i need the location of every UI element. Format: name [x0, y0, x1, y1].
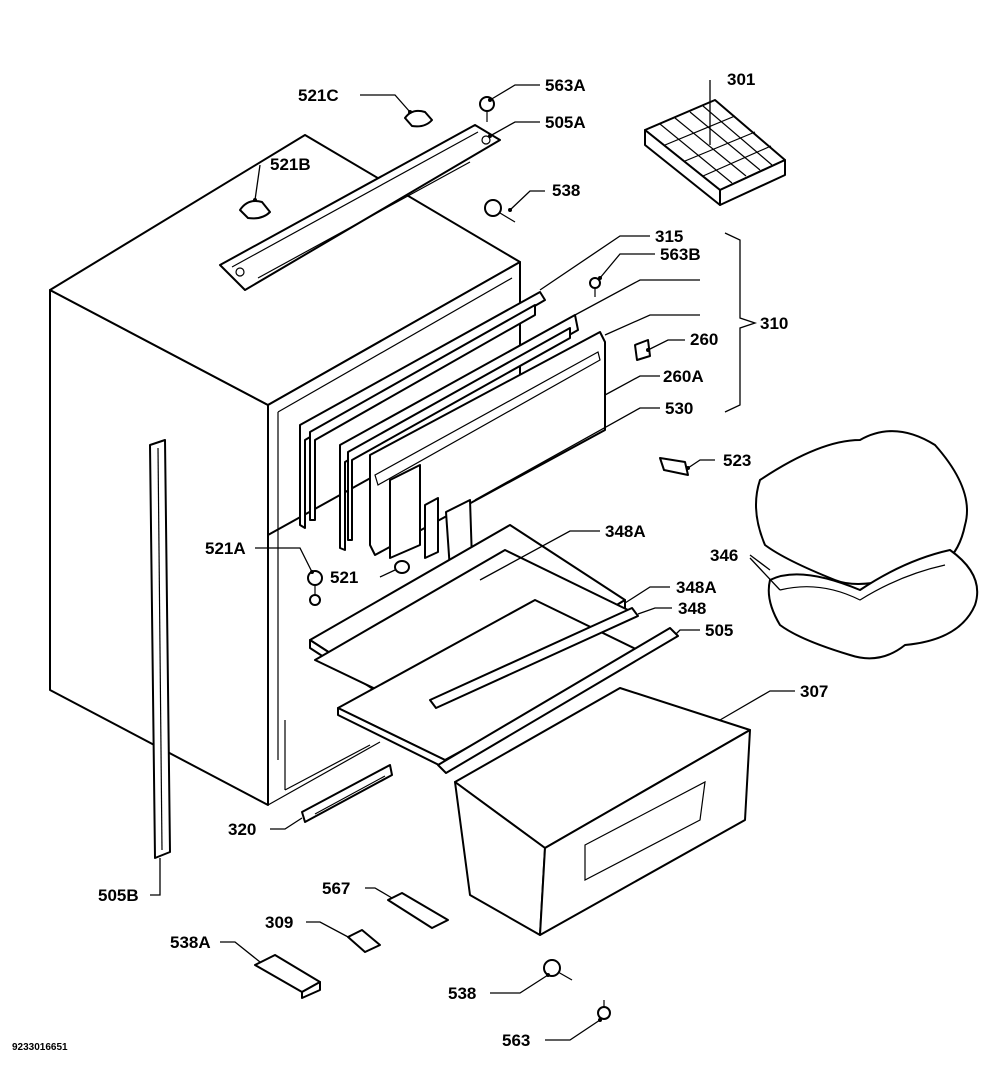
- callout-348: 348: [678, 599, 706, 618]
- callout-563B: 563B: [660, 245, 701, 264]
- screw-563: [597, 1000, 611, 1020]
- callout-307: 307: [800, 682, 828, 701]
- callout-563: 563: [502, 1031, 530, 1050]
- hinge-bracket-567: [387, 892, 449, 929]
- callout-538-bottom: 538: [448, 984, 476, 1003]
- callout-301: 301: [727, 70, 755, 89]
- hinge-538-top: [484, 199, 516, 223]
- hinge-538-bottom: [543, 959, 573, 981]
- callout-348A-lower: 348A: [676, 578, 717, 597]
- document-number: 9233016651: [12, 1042, 68, 1053]
- callout-538-top: 538: [552, 181, 580, 200]
- callout-310: 310: [760, 314, 788, 333]
- egg-tray-lid: [755, 430, 968, 585]
- callout-530: 530: [665, 399, 693, 418]
- light-switch-523: [659, 457, 689, 476]
- screw-563A: [479, 96, 495, 122]
- callout-521A: 521A: [205, 539, 246, 558]
- leader-lines: [150, 80, 795, 1041]
- callout-260A: 260A: [663, 367, 704, 386]
- callout-260: 260: [690, 330, 718, 349]
- callout-346: 346: [710, 546, 738, 565]
- callout-320: 320: [228, 820, 256, 839]
- hinge-bracket-538A: [254, 954, 321, 999]
- callout-567: 567: [322, 879, 350, 898]
- callout-521C: 521C: [298, 86, 339, 105]
- shelf-trim-348: [429, 607, 639, 709]
- callout-505: 505: [705, 621, 733, 640]
- ice-cube-tray: [644, 99, 786, 206]
- clip-260: [634, 339, 651, 361]
- bracket-309: [347, 929, 381, 953]
- egg-tray: [767, 549, 979, 660]
- callout-309: 309: [265, 913, 293, 932]
- callout-505B: 505B: [98, 886, 139, 905]
- crisper-drawer: [454, 687, 751, 936]
- callout-563A: 563A: [545, 76, 586, 95]
- door-stop-521A: [307, 570, 323, 606]
- top-trim-strip: [219, 124, 501, 291]
- freezer-door-frame: [299, 291, 546, 529]
- hinge-cap-521B: [239, 200, 271, 220]
- stop-521: [394, 560, 410, 574]
- screw-563B: [589, 277, 601, 297]
- freezer-flap: [369, 331, 606, 559]
- callout-538A: 538A: [170, 933, 211, 952]
- door-trim-505B: [149, 439, 171, 859]
- callout-521: 521: [330, 568, 358, 587]
- callout-521B: 521B: [270, 155, 311, 174]
- callout-348A-upper: 348A: [605, 522, 646, 541]
- callout-505A: 505A: [545, 113, 586, 132]
- callout-523: 523: [723, 451, 751, 470]
- vent-grille: [301, 764, 393, 823]
- arrow-heads: [253, 98, 690, 1022]
- shelf-trim-505: [437, 627, 679, 774]
- callout-315: 315: [655, 227, 683, 246]
